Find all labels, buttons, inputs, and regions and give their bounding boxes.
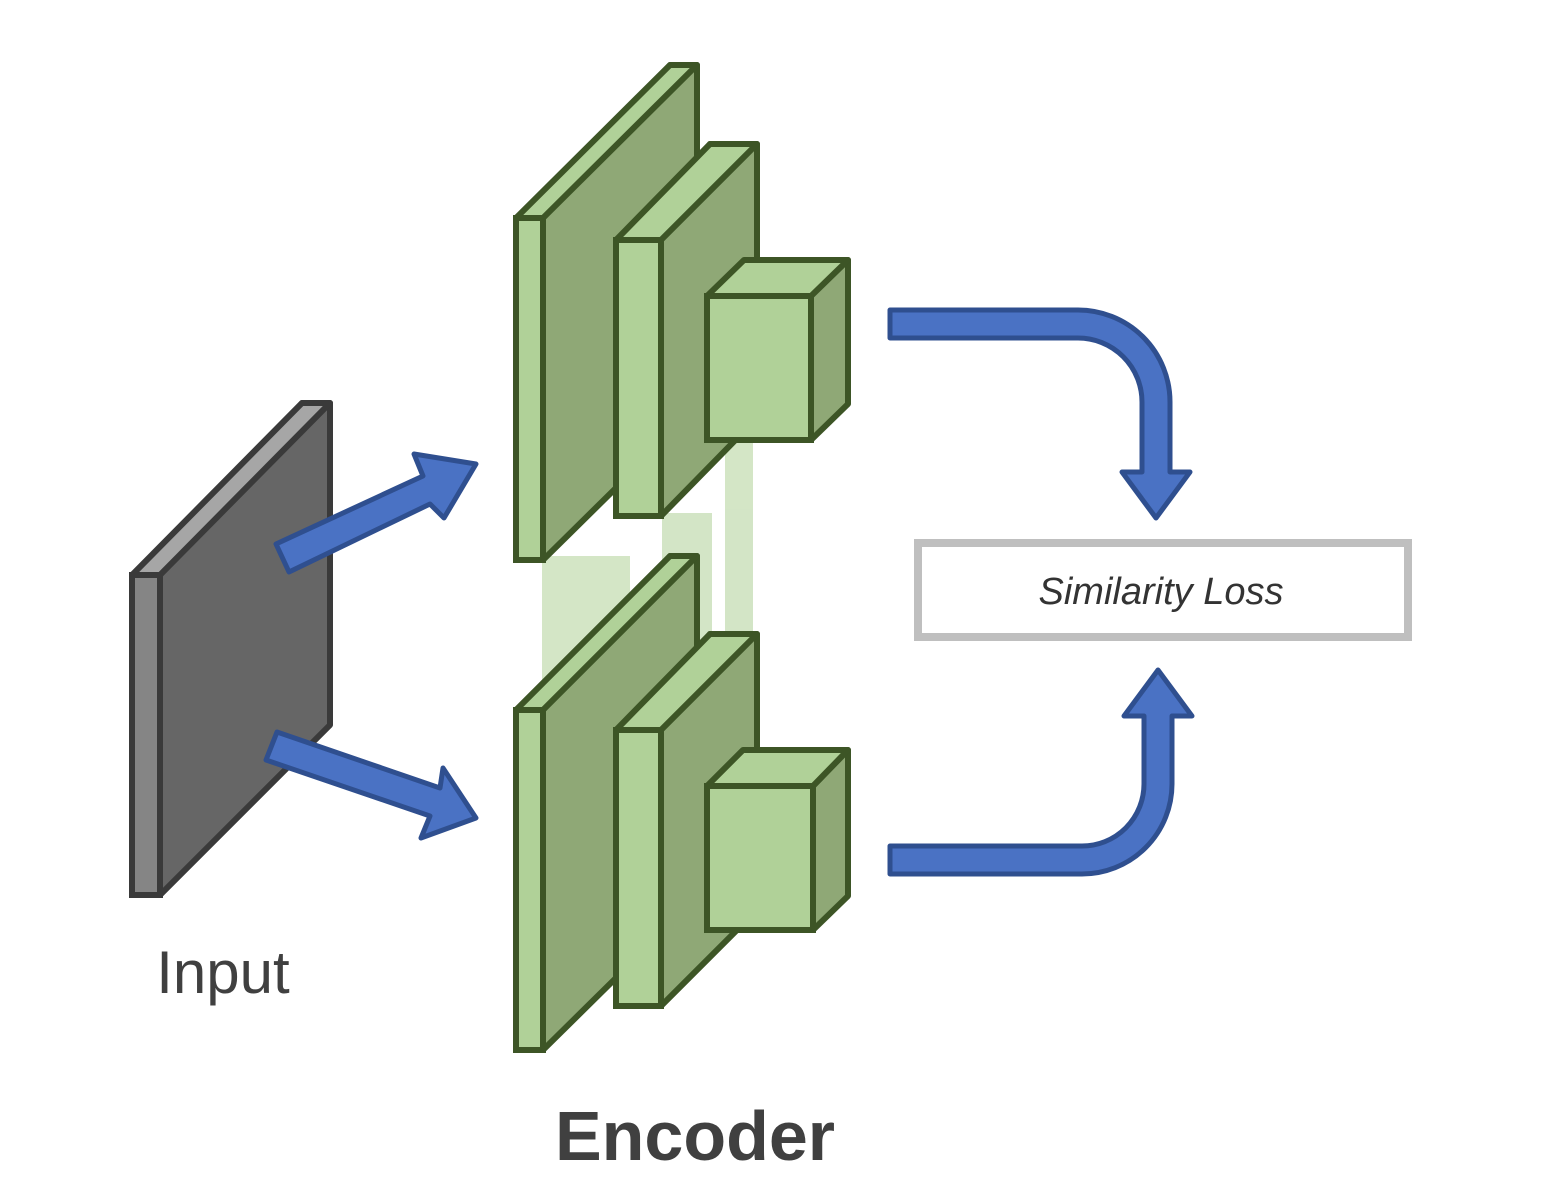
input-slab	[129, 400, 333, 898]
encoder-bottom-cube-front	[704, 783, 816, 933]
input-slab-side	[129, 572, 163, 898]
encoder-top-cube-front	[704, 293, 814, 443]
encoder-label: Encoder	[555, 1097, 835, 1175]
encoder-bottom-layer2-side	[613, 727, 664, 1009]
encoder-top-layer2-side	[613, 237, 664, 519]
arrow-input-to-bottom-encoder	[263, 729, 479, 841]
similarity-loss-box	[914, 539, 1412, 641]
encoder-bottom	[513, 553, 851, 1053]
arrow-input-to-top-encoder	[273, 451, 479, 575]
encoder-top-layer1-side	[513, 215, 546, 563]
arrow-top-to-loss	[887, 307, 1193, 521]
similarity-loss-label: Similarity Loss	[1039, 571, 1284, 613]
encoder-top	[513, 62, 851, 563]
input-label: Input	[156, 939, 290, 1006]
arrow-bottom-to-loss	[887, 667, 1195, 877]
encoder-bottom-layer1-side	[513, 707, 546, 1053]
